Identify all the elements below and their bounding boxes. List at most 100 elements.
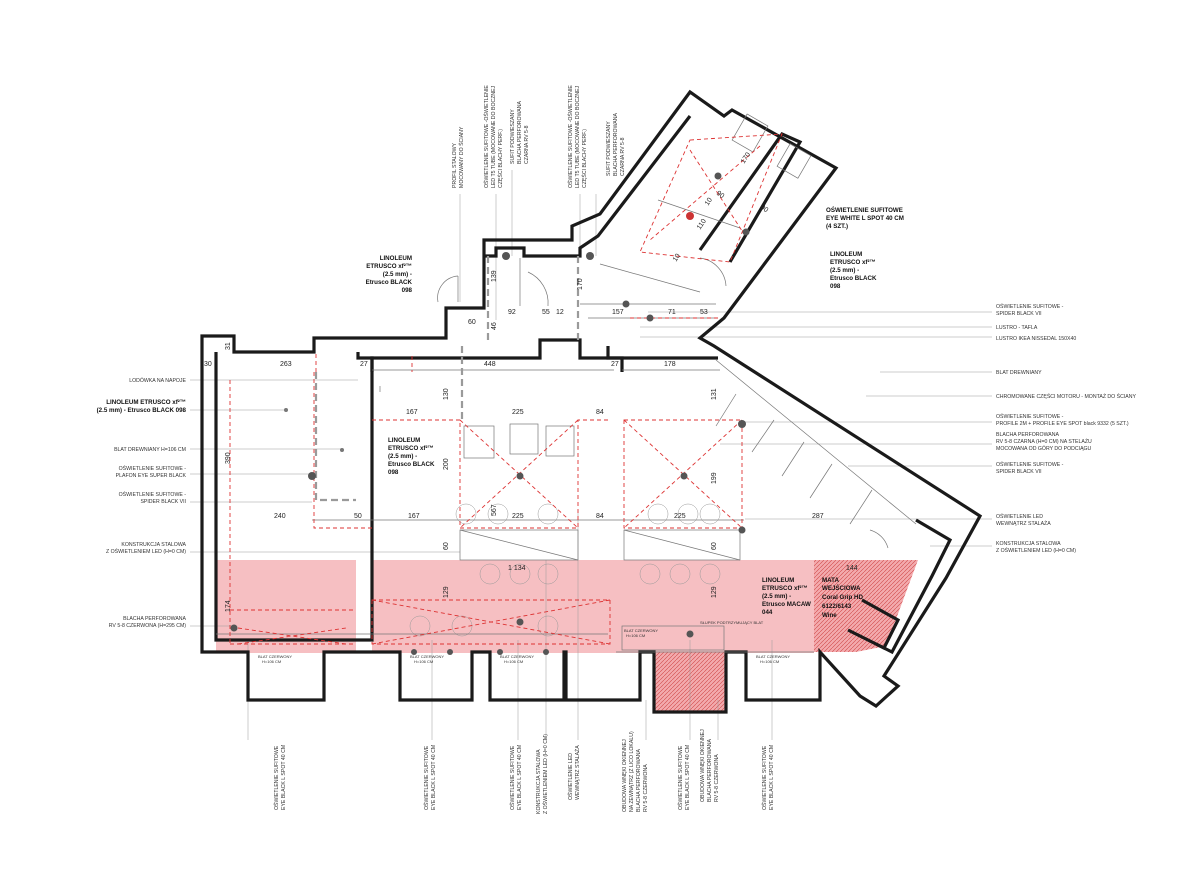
label-bottom-2: OŚWIETLENIE SUFITOWE EYE BLACK L SPOT 40…: [422, 745, 437, 810]
dim-60: 60: [711, 542, 718, 550]
svg-text:OŚWIETLENIE SUFITOWE -OŚWIETLE: OŚWIETLENIE SUFITOWE -OŚWIETLENIE: [482, 85, 490, 188]
light-fixtures: [230, 172, 750, 655]
svg-text:Z OŚWIETLENIEM LED (H=0 CM): Z OŚWIETLENIEM LED (H=0 CM): [541, 734, 549, 814]
label-led-tube-1: OŚWIETLENIE SUFITOWE -OŚWIETLENIE LED T5…: [482, 85, 504, 188]
svg-text:CZARNA RV 5-8: CZARNA RV 5-8: [524, 125, 530, 164]
linoleum-macaw-label: LINOLEUM ETRUSCO xf²™ (2.5 mm) - Etrusco…: [762, 577, 811, 616]
svg-text:(2.5 mm) - Etrusco BLACK 098: (2.5 mm) - Etrusco BLACK 098: [97, 407, 187, 414]
left-labels: LODÓWKA NA NAPOJE LINOLEUM ETRUSCO xf²™ …: [97, 377, 187, 629]
svg-text:ETRUSCO xf²™: ETRUSCO xf²™: [366, 263, 412, 270]
label-profile: OŚWIETLENIE SUFITOWE -: [996, 412, 1064, 420]
svg-text:H=106 CM: H=106 CM: [262, 659, 281, 664]
dim-144: 144: [846, 565, 858, 572]
dim-30: 30: [204, 361, 212, 368]
label-led-tube-2: OŚWIETLENIE SUFITOWE -OŚWIETLENIE LED T5…: [566, 85, 588, 188]
svg-text:ETRUSCO xf²™: ETRUSCO xf²™: [388, 445, 434, 452]
label-bottom-9: OŚWIETLENIE SUFITOWE EYE BLACK L SPOT 40…: [760, 745, 775, 810]
svg-text:EYE BLACK L SPOT 40 CM: EYE BLACK L SPOT 40 CM: [685, 745, 691, 810]
svg-text:OŚWIETLENIE SUFITOWE: OŚWIETLENIE SUFITOWE: [422, 745, 430, 810]
dim-240: 240: [274, 513, 286, 520]
dim-139: 139: [491, 270, 498, 282]
dim-110: 110: [696, 218, 708, 231]
svg-text:EYE BLACK L SPOT 40 CM: EYE BLACK L SPOT 40 CM: [281, 745, 287, 810]
svg-text:BLAT CZERWONY: BLAT CZERWONY: [756, 654, 790, 659]
label-plafon: OŚWIETLENIE SUFITOWE -: [119, 464, 187, 472]
svg-text:SUFIT PODWIESZANY: SUFIT PODWIESZANY: [510, 109, 516, 164]
svg-text:BLAT CZERWONY: BLAT CZERWONY: [624, 628, 658, 633]
label-chrom: CHROMOWANE CZĘŚCI MOTORU - MONTAŻ DO ŚCI…: [996, 392, 1137, 400]
label-spider-top: OŚWIETLENIE SUFITOWE -: [996, 302, 1064, 310]
dim-55: 55: [542, 309, 550, 316]
svg-text:SPIDER BLACK VII: SPIDER BLACK VII: [996, 469, 1042, 475]
svg-text:098: 098: [830, 283, 841, 290]
dim-567: 567: [491, 504, 498, 516]
svg-text:(2.5 mm) -: (2.5 mm) -: [383, 271, 412, 278]
label-bottom-5: OŚWIETLENIE LED WEWNĄTRZ STALAŻA: [566, 745, 581, 800]
svg-text:RV 5-8 CZERWONA: RV 5-8 CZERWONA: [714, 754, 720, 802]
label-spider-left: OŚWIETLENIE SUFITOWE -: [119, 490, 187, 498]
label-sufit-1: SUFIT PODWIESZANY BLACHA PERFOROWANA CZA…: [510, 101, 530, 164]
beams: [314, 256, 580, 502]
dim-27: 27: [611, 361, 619, 368]
dim-390: 390: [225, 452, 232, 464]
svg-text:ETRUSCO xf²™: ETRUSCO xf²™: [830, 259, 876, 266]
dim-129: 129: [443, 586, 450, 598]
dim-10: 10: [704, 197, 714, 207]
dim-157: 157: [612, 309, 624, 316]
linoleum-top-left-label: LINOLEUM ETRUSCO xf²™ (2.5 mm) - Etrusco…: [366, 255, 413, 294]
svg-text:MATA: MATA: [822, 577, 839, 584]
svg-text:OBUDOWA WNĘKI OKIENNEJ: OBUDOWA WNĘKI OKIENNEJ: [622, 739, 628, 812]
svg-text:WEWNĄTRZ STALAŻA: WEWNĄTRZ STALAŻA: [574, 745, 581, 800]
svg-text:ETRUSCO xf²™: ETRUSCO xf²™: [762, 585, 808, 592]
dim-225: 225: [512, 513, 524, 520]
right-leader-lines: [640, 311, 992, 547]
svg-text:Etrusco MACAW: Etrusco MACAW: [762, 601, 811, 608]
top-vertical-labels: PROFIL STALOWY MOCOWANY DO ŚCIANY OŚWIET…: [452, 85, 626, 188]
label-blacha-left: BLACHA PERFOROWANA: [123, 616, 186, 622]
label-bottom-3: OŚWIETLENIE SUFITOWE EYE BLACK L SPOT 40…: [508, 745, 523, 810]
dim-92: 92: [508, 309, 516, 316]
svg-text:RV 5-8 CZARNA (H=0 CM) NA STEL: RV 5-8 CZARNA (H=0 CM) NA STELAŻU: [996, 438, 1092, 445]
svg-text:SPIDER BLACK VII: SPIDER BLACK VII: [996, 311, 1042, 317]
svg-text:Z OŚWIETLENIEM LED (H=0 CM): Z OŚWIETLENIEM LED (H=0 CM): [996, 546, 1076, 554]
svg-text:098: 098: [402, 287, 413, 294]
label-spider-right: OŚWIETLENIE SUFITOWE -: [996, 460, 1064, 468]
dim-200: 200: [443, 458, 450, 470]
svg-text:H=106 CM: H=106 CM: [504, 659, 523, 664]
svg-text:(2.5 mm) -: (2.5 mm) -: [762, 593, 791, 600]
label-profil-stalowy: PROFIL STALOWY MOCOWANY DO ŚCIANY: [452, 126, 465, 188]
dim-84: 84: [596, 513, 604, 520]
svg-text:H=106 CM: H=106 CM: [414, 659, 433, 664]
svg-text:WEJŚCIOWA: WEJŚCIOWA: [822, 585, 861, 592]
svg-text:(2.5 mm) -: (2.5 mm) -: [830, 267, 859, 274]
svg-text:6122/6143: 6122/6143: [822, 603, 852, 610]
svg-text:RV 5-8 CZERWONA (H=295 CM): RV 5-8 CZERWONA (H=295 CM): [109, 623, 186, 629]
dim-53: 53: [700, 309, 708, 316]
dim-263: 263: [280, 361, 292, 368]
svg-text:CZARNA RV 5-8: CZARNA RV 5-8: [620, 137, 626, 176]
svg-text:CZĘŚCI BLACHY PERF.): CZĘŚCI BLACHY PERF.): [580, 129, 588, 188]
dim-60: 60: [468, 319, 476, 326]
top-leader-lines: [459, 170, 597, 320]
svg-text:BLAT CZERWONY: BLAT CZERWONY: [410, 654, 444, 659]
svg-text:NA ZEWNĄTRZ (Z LICO LOKALU): NA ZEWNĄTRZ (Z LICO LOKALU): [629, 731, 635, 812]
small-labels: BLAT CZERWONY H=106 CM BLAT CZERWONY H=1…: [258, 620, 790, 664]
linoleum-top-right-label: LINOLEUM ETRUSCO xf²™ (2.5 mm) - Etrusco…: [830, 251, 877, 290]
right-labels: OŚWIETLENIE SUFITOWE - SPIDER BLACK VII …: [996, 302, 1137, 554]
dim-60: 60: [443, 542, 450, 550]
svg-text:RV 5-8 CZERWONA: RV 5-8 CZERWONA: [643, 764, 649, 812]
svg-text:PLAFON EYE SUPER BLACK: PLAFON EYE SUPER BLACK: [116, 473, 187, 479]
svg-text:LED T5 TUBE (MOCOWANE DO BOCZN: LED T5 TUBE (MOCOWANE DO BOCZNEJ: [491, 85, 497, 188]
dim-130: 130: [443, 388, 450, 400]
label-sufit-2: SUFIT PODWIESZANY BLACHA PERFOROWANA CZA…: [606, 113, 626, 176]
svg-text:KONSTRUKCJA STALOWA: KONSTRUKCJA STALOWA: [536, 749, 542, 814]
label-konstrukcja-right: KONSTRUKCJA STALOWA: [996, 541, 1061, 547]
svg-text:MOCOWANA OD GÓRY DO PODCIĄGU: MOCOWANA OD GÓRY DO PODCIĄGU: [996, 445, 1092, 452]
label-led-right: OŚWIETLENIE LED: [996, 512, 1043, 520]
label-blat-czerwony: BLAT CZERWONY: [258, 654, 292, 659]
svg-text:CZĘŚCI BLACHY PERF.): CZĘŚCI BLACHY PERF.): [496, 129, 504, 188]
svg-text:H=106 CM: H=106 CM: [760, 659, 779, 664]
floor-labels: LINOLEUM ETRUSCO xf²™ (2.5 mm) - Etrusco…: [366, 207, 904, 619]
